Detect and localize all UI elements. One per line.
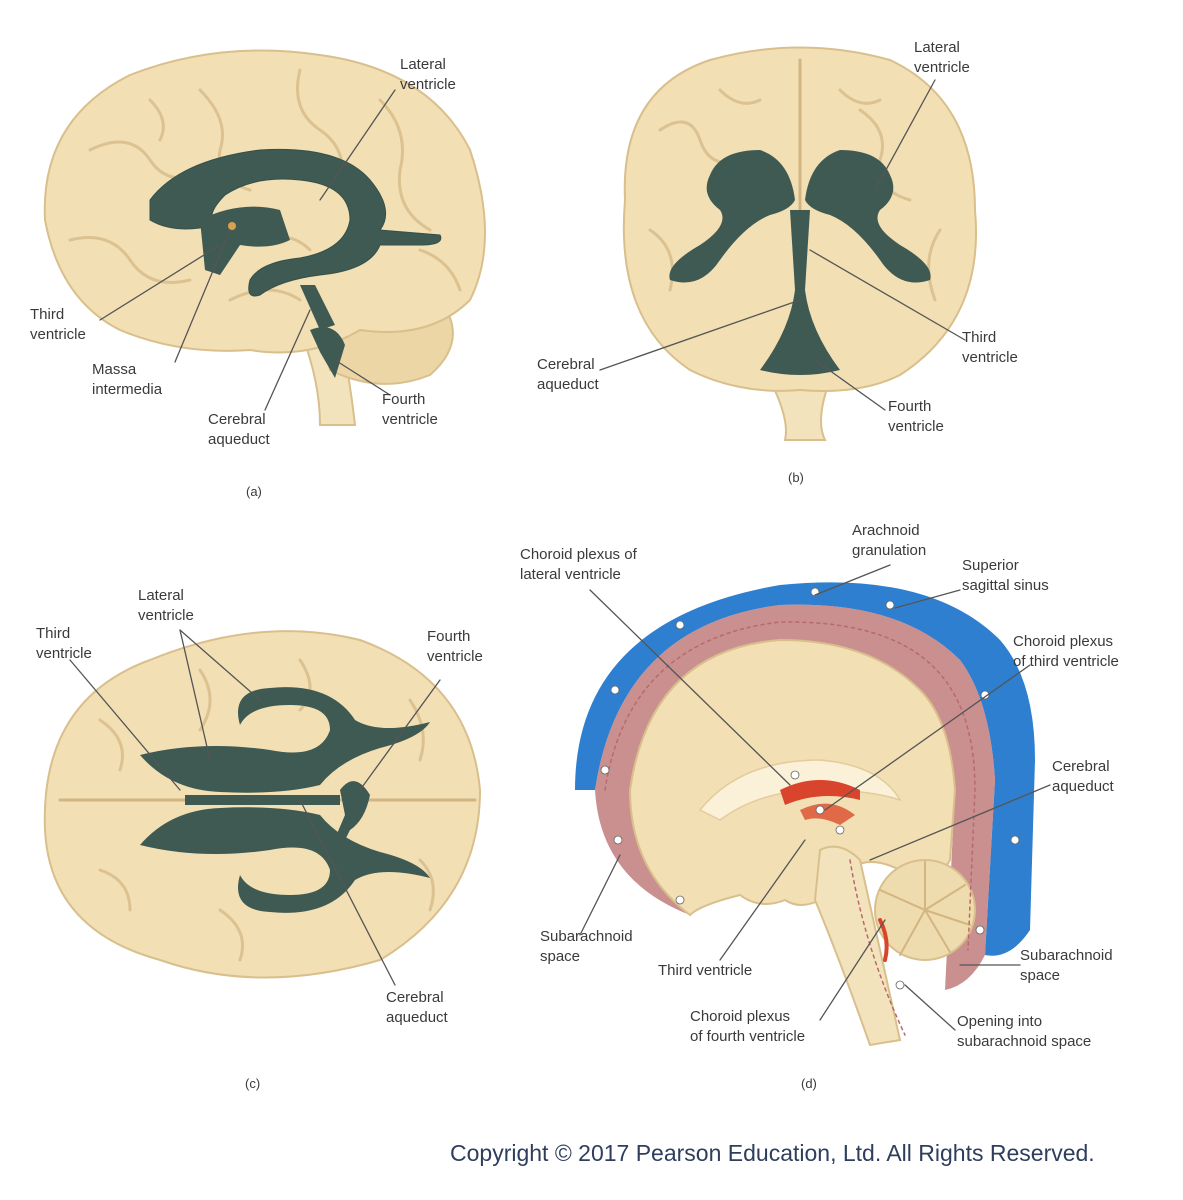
label-b-cerebral-aqueduct: Cerebral aqueduct (537, 356, 599, 393)
lateral-ventricle-left-b (669, 150, 795, 283)
label-d-choroid-plexus-lateral: Choroid plexus of lateral ventricle (520, 546, 637, 583)
label-b-third-ventricle: Third ventricle (962, 329, 1018, 366)
panel-d-leaders (579, 564, 1051, 1031)
label-b-fourth-ventricle: Fourth ventricle (888, 398, 944, 435)
label-d-subarachnoid-space-left: Subarachnoid space (540, 928, 633, 965)
caption-a: (a) (246, 484, 262, 499)
label-c-third-ventricle: Third ventricle (36, 625, 92, 662)
label-d-choroid-plexus-third: Choroid plexus of third ventricle (1013, 633, 1119, 670)
third-ventricle-c (185, 795, 340, 805)
aqueduct-a (300, 285, 335, 330)
csf-flow-arrows (600, 587, 1020, 990)
lateral-ventricle-lower-c (140, 807, 430, 913)
panel-c-leaders (69, 629, 441, 986)
brainstem-d (813, 845, 902, 1047)
label-d-choroid-plexus-fourth: Choroid plexus of fourth ventricle (690, 1008, 806, 1045)
caption-b: (b) (788, 470, 804, 485)
caption-d: (d) (801, 1076, 817, 1091)
panel-c-brain (43, 630, 482, 979)
label-b-lateral-ventricle: Lateral ventricle (914, 39, 970, 76)
cerebrum-a (43, 49, 486, 354)
label-a-cerebral-aqueduct: Cerebral aqueduct (208, 411, 270, 448)
label-a-lateral-ventricle: Lateral ventricle (400, 56, 456, 93)
label-a-fourth-ventricle: Fourth ventricle (382, 391, 438, 428)
label-a-third-ventricle: Third ventricle (30, 306, 86, 343)
label-a-massa-intermedia: Massa intermedia (92, 361, 163, 398)
copyright-notice: Copyright © 2017 Pearson Education, Ltd.… (450, 1140, 1095, 1166)
brain-stem-b (768, 379, 832, 441)
label-d-subarachnoid-space-right: Subarachnoid space (1020, 947, 1113, 984)
label-c-fourth-ventricle: Fourth ventricle (427, 628, 483, 665)
lateral-ventricle-right-b (805, 150, 931, 283)
panel-a-leaders (99, 89, 396, 411)
third-ventricle-a (200, 206, 290, 275)
lateral-ventricle-upper-c (140, 687, 430, 793)
superior-sagittal-sinus-d (575, 582, 1035, 956)
fourth-ventricle-c (330, 781, 370, 860)
panel-b-leaders (599, 79, 966, 411)
panel-b-brain (622, 46, 977, 441)
label-d-cerebral-aqueduct: Cerebral aqueduct (1052, 758, 1114, 795)
fourth-ventricle-choroid-d (878, 918, 889, 962)
fourth-ventricle-a (310, 327, 345, 378)
lateral-ventricle-a (149, 148, 442, 297)
label-c-cerebral-aqueduct: Cerebral aqueduct (386, 989, 448, 1026)
meninges-band-d (595, 604, 995, 990)
panel-d-section (575, 582, 1035, 1047)
label-d-arachnoid-granulation: Arachnoid granulation (852, 522, 927, 559)
caption-c: (c) (245, 1076, 261, 1091)
fourth-ventricle-b (760, 290, 840, 375)
label-d-opening-subarachnoid: Opening into subarachnoid space (957, 1013, 1092, 1050)
panel-a-brain (43, 49, 486, 426)
label-d-superior-sagittal-sinus: Superior sagittal sinus (962, 557, 1049, 594)
label-d-third-ventricle: Third ventricle (658, 962, 753, 979)
label-c-lateral-ventricle: Lateral ventricle (138, 587, 194, 624)
massa-intermedia-dot (228, 222, 236, 230)
choroid-plexus-third-d (800, 803, 855, 825)
third-ventricle-b (790, 210, 810, 290)
choroid-plexus-lateral-d (780, 780, 860, 805)
